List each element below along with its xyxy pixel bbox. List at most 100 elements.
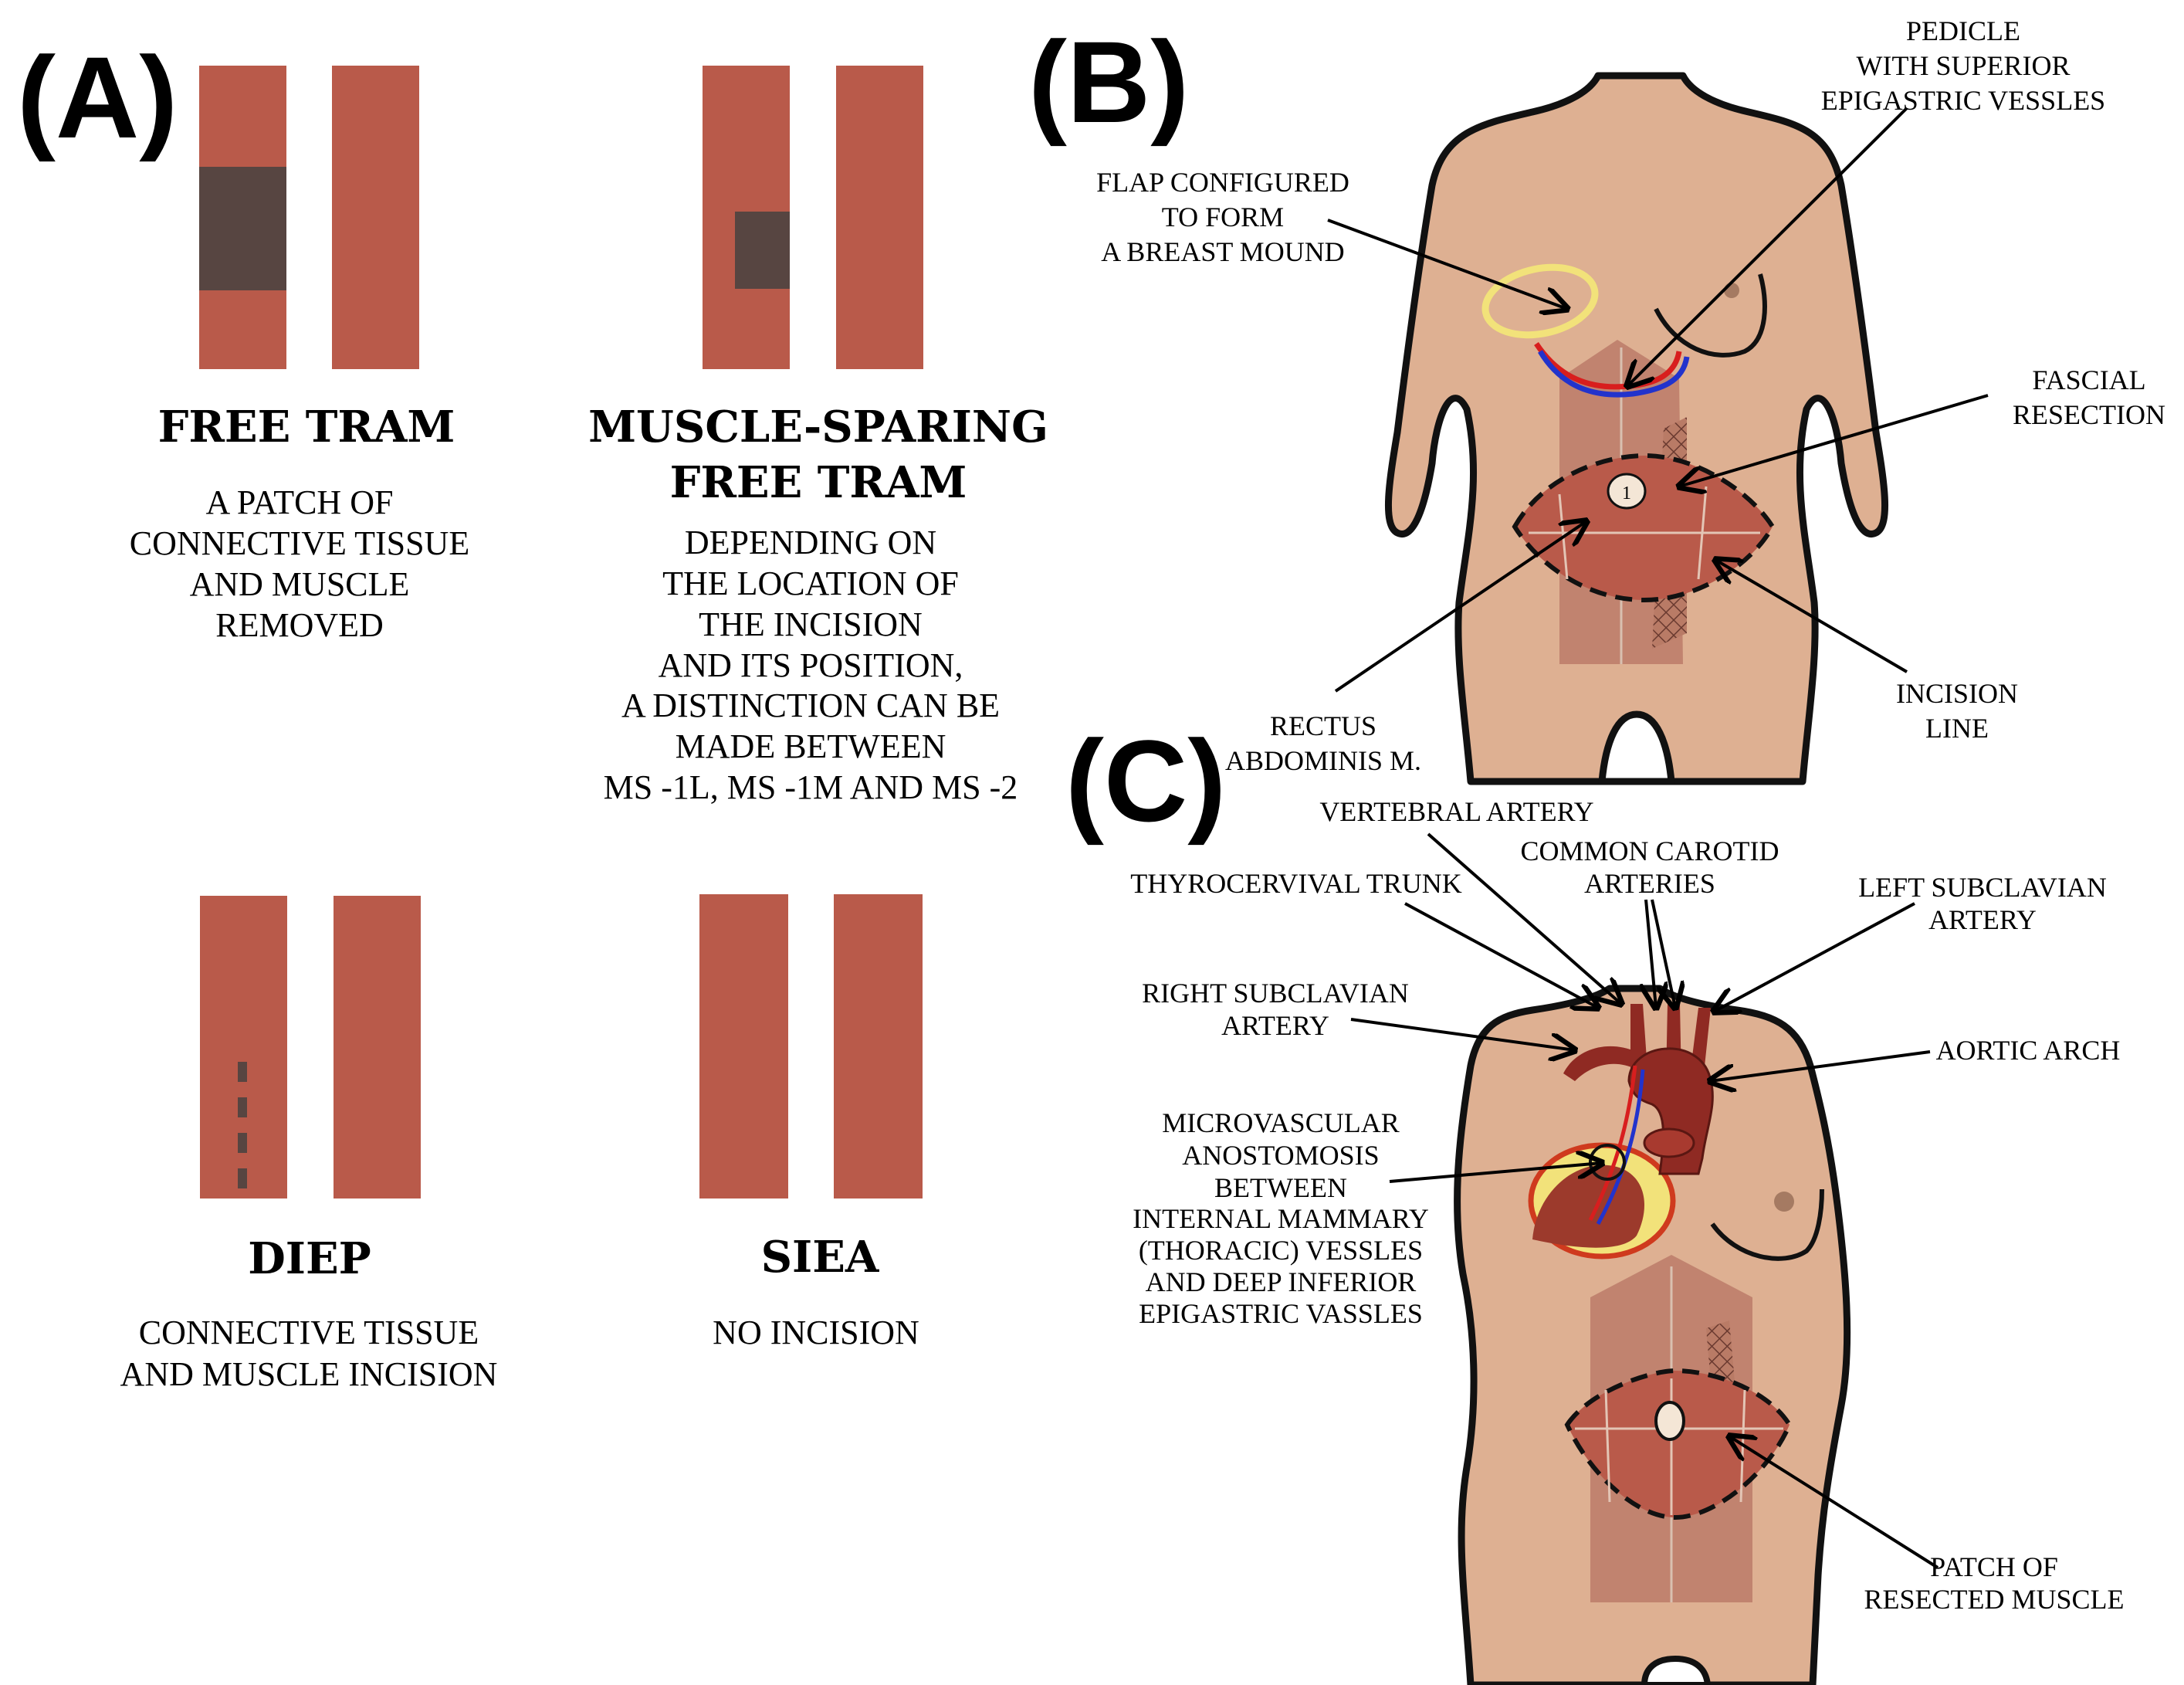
- siea-title: SIEA: [761, 1232, 880, 1283]
- torso-c-breast-line: [1710, 1188, 1824, 1261]
- label-flap-line-3: A BREAST MOUND: [1101, 236, 1344, 267]
- torso-c-mammary-red: [1588, 1065, 1637, 1222]
- ms-tram-line-2: THE LOCATION OF: [662, 564, 959, 602]
- label-patch-line-1: PATCH OF: [1930, 1551, 2058, 1582]
- free-tram-line-4: REMOVED: [215, 606, 384, 644]
- label-vertebral-artery: VERTEBRAL ARTERY: [1319, 796, 1593, 827]
- torso-b-flap-mound: [1481, 263, 1599, 339]
- panel-a-letter: (A): [17, 32, 178, 162]
- torso-b-incision-ellipse: [1512, 453, 1776, 603]
- label-incision-line-2: LINE: [1925, 713, 1989, 744]
- ms-tram-line-5: A DISTINCTION CAN BE: [621, 687, 1000, 724]
- leader-left-subclavian: [1714, 902, 1915, 1012]
- label-common-carotid-line-1: COMMON CAROTID: [1520, 836, 1779, 866]
- leader-right-subclavian: [1350, 1018, 1575, 1050]
- leader-carotid-2: [1651, 899, 1675, 1008]
- diep-line-1: CONNECTIVE TISSUE: [139, 1314, 479, 1351]
- diep-title: DIEP: [248, 1233, 371, 1284]
- ms-tram-line-1: DEPENDING ON: [685, 524, 936, 561]
- label-microvascular-line-3: BETWEEN: [1214, 1172, 1347, 1203]
- siea-diagram: [699, 894, 923, 1198]
- label-microvascular-line-2: ANOSTOMOSIS: [1182, 1140, 1379, 1171]
- label-left-subclavian-line-1: LEFT SUBCLAVIAN: [1858, 872, 2107, 903]
- ms-free-tram-title: MUSCLE-SPARING FREE TRAM: [588, 402, 1048, 508]
- leader-incision: [1715, 560, 1908, 673]
- label-common-carotid-line-2: ARTERIES: [1584, 868, 1715, 899]
- label-pedicle: PEDICLE WITH SUPERIOR EPIGASTRIC VESSLES: [1821, 15, 2105, 116]
- label-flap-line-2: TO FORM: [1162, 202, 1284, 232]
- label-fascial-line-1: FASCIAL: [2032, 364, 2145, 395]
- leader-vertebral: [1427, 832, 1621, 1004]
- free-tram-line-2: CONNECTIVE TISSUE: [130, 524, 469, 562]
- label-incision: INCISION LINE: [1896, 678, 2018, 744]
- torso-c-right-subclavian-artery: [1563, 1046, 1637, 1081]
- leader-rectus: [1334, 521, 1586, 693]
- panel-c-letter: (C): [1065, 716, 1226, 846]
- label-thyrocervival-trunk: THYROCERVIVAL TRUNK: [1130, 868, 1461, 899]
- label-microvascular-line-6: AND DEEP INFERIOR: [1146, 1266, 1417, 1297]
- torso-c-umbilicus: [1654, 1401, 1685, 1441]
- label-microvascular-line-4: INTERNAL MAMMARY: [1133, 1203, 1429, 1234]
- torso-c-nipple: [1774, 1192, 1794, 1212]
- ms-tram-line-4: AND ITS POSITION,: [659, 646, 963, 684]
- torso-c-incision-ellipse: [1564, 1368, 1793, 1521]
- label-patch-resected: PATCH OF RESECTED MUSCLE: [1864, 1551, 2124, 1615]
- label-pedicle-line-2: WITH SUPERIOR: [1857, 50, 2071, 81]
- panel-b-letter: (B): [1028, 17, 1189, 147]
- label-rectus-line-2: ABDOMINIS M.: [1225, 745, 1421, 776]
- free-tram-description: A PATCH OF CONNECTIVE TISSUE AND MUSCLE …: [130, 483, 469, 644]
- panel-c-leader-lines: [1350, 832, 1939, 1569]
- label-rectus: RECTUS ABDOMINIS M.: [1225, 710, 1421, 776]
- free-tram-right-muscle: [332, 66, 419, 369]
- ms-tram-title-line-2: FREE TRAM: [670, 457, 967, 508]
- label-fascial: FASCIAL RESECTION: [2013, 364, 2165, 430]
- torso-b-umbilicus: [1607, 473, 1647, 510]
- ms-tram-line-6: MADE BETWEEN: [676, 727, 946, 765]
- label-left-subclavian-line-2: ARTERY: [1928, 904, 2037, 935]
- label-pedicle-line-3: EPIGASTRIC VESSLES: [1821, 85, 2105, 116]
- ms-free-tram-description: DEPENDING ON THE LOCATION OF THE INCISIO…: [604, 524, 1018, 806]
- label-fascial-line-2: RESECTION: [2013, 399, 2165, 430]
- diep-line-2: AND MUSCLE INCISION: [120, 1355, 498, 1393]
- diep-diagram: [200, 896, 421, 1198]
- ms-tram-right-muscle: [836, 66, 923, 369]
- leader-microvascular: [1389, 1163, 1602, 1183]
- leader-carotid-1: [1646, 899, 1656, 1008]
- torso-c-aortic-root: [1643, 1127, 1695, 1158]
- leader-patch: [1729, 1436, 1939, 1569]
- label-right-subclavian-line-1: RIGHT SUBCLAVIAN: [1142, 978, 1409, 1009]
- panel-b-torso-illustration: 1: [1385, 72, 1888, 785]
- label-incision-line-1: INCISION: [1896, 678, 2018, 709]
- label-rectus-line-1: RECTUS: [1270, 710, 1376, 741]
- diep-description: CONNECTIVE TISSUE AND MUSCLE INCISION: [120, 1314, 498, 1393]
- siea-left-muscle: [699, 894, 788, 1198]
- label-right-subclavian: RIGHT SUBCLAVIAN ARTERY: [1142, 978, 1409, 1041]
- label-aortic-arch: AORTIC ARCH: [1936, 1035, 2121, 1066]
- label-microvascular-line-5: (THORACIC) VESSLES: [1139, 1235, 1423, 1266]
- label-right-subclavian-line-2: ARTERY: [1221, 1010, 1329, 1041]
- free-tram-line-1: A PATCH OF: [206, 483, 394, 521]
- free-tram-title: FREE TRAM: [158, 402, 455, 453]
- label-flap: FLAP CONFIGURED TO FORM A BREAST MOUND: [1096, 167, 1349, 267]
- diep-right-muscle: [334, 896, 421, 1198]
- torso-b-umbilicus-mark: 1: [1622, 483, 1631, 503]
- torso-b-nipple: [1724, 283, 1739, 298]
- free-tram-removed-patch: [199, 167, 286, 290]
- torso-c-mammary-blue: [1596, 1069, 1645, 1226]
- label-flap-line-1: FLAP CONFIGURED: [1096, 167, 1349, 198]
- ms-free-tram-diagram: [703, 66, 923, 369]
- leader-thyrocervival: [1404, 902, 1598, 1008]
- torso-b-groin: [1598, 710, 1675, 785]
- ms-tram-title-line-1: MUSCLE-SPARING: [588, 402, 1048, 453]
- panel-b-leader-lines: [1327, 107, 1989, 693]
- leader-pedicle: [1627, 107, 1908, 386]
- ms-tram-removed-patch: [735, 212, 790, 289]
- torso-b-pedicle-blue: [1537, 350, 1690, 398]
- panel-c-torso-illustration: [1454, 985, 1851, 1685]
- label-pedicle-line-1: PEDICLE: [1906, 15, 2020, 46]
- leader-aortic-arch: [1710, 1050, 1931, 1081]
- label-microvascular-line-1: MICROVASCULAR: [1162, 1107, 1399, 1138]
- leader-flap: [1327, 219, 1567, 309]
